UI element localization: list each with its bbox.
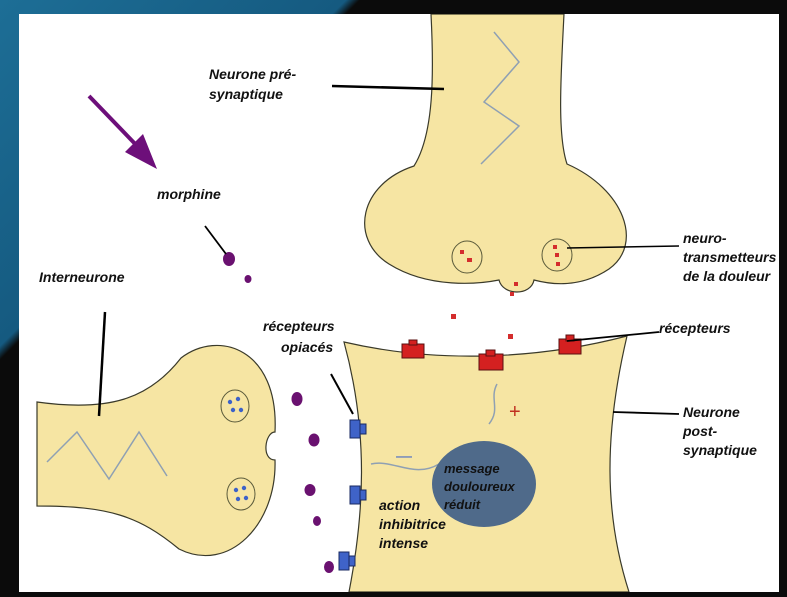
synapse-diagram: + — Neurone pré- synaptique morphine Int… <box>19 14 779 592</box>
neurotransmitter-dot <box>555 253 559 257</box>
label-message-3: réduit <box>444 497 481 512</box>
neurotransmitter-dot <box>451 314 456 319</box>
morphine-molecule <box>313 516 321 526</box>
opiate-receptor <box>339 552 355 570</box>
label-neurotransmitters-2: transmetteurs <box>683 249 777 265</box>
blue-dot <box>239 408 243 412</box>
blue-dot <box>228 400 232 404</box>
plus-sign: + <box>509 401 521 423</box>
morphine-molecule <box>309 434 320 447</box>
purple-arrow-icon <box>89 96 141 150</box>
label-message-1: message <box>444 461 500 476</box>
neurotransmitter-dot <box>514 282 518 286</box>
label-postsynaptic-3: synaptique <box>683 442 757 458</box>
leader-line-presynaptic <box>332 86 444 89</box>
neurotransmitter-dot <box>508 334 513 339</box>
label-action-2: inhibitrice <box>379 516 446 532</box>
diagram-canvas: + — Neurone pré- synaptique morphine Int… <box>19 14 779 592</box>
label-message-2: douloureux <box>444 479 516 494</box>
label-receptors: récepteurs <box>659 320 731 336</box>
neurotransmitter-dot <box>460 250 464 254</box>
label-interneurone: Interneurone <box>39 269 125 285</box>
interneuron <box>37 345 275 555</box>
morphine-molecule <box>324 561 334 573</box>
label-neurotransmitters-1: neuro- <box>683 230 727 246</box>
blue-dot <box>231 408 235 412</box>
label-action-3: intense <box>379 535 428 551</box>
blue-dot <box>236 397 240 401</box>
neurotransmitter-dot <box>556 262 560 266</box>
leader-line-postsynaptic <box>613 412 679 414</box>
blue-dot <box>242 486 246 490</box>
leader-line-interneurone <box>99 312 105 416</box>
label-presynaptic-2: synaptique <box>209 86 283 102</box>
label-presynaptic-1: Neurone pré- <box>209 66 296 82</box>
label-action-1: action <box>379 497 420 513</box>
label-neurotransmitters-3: de la douleur <box>683 268 772 284</box>
morphine-molecule <box>223 252 235 266</box>
label-morphine: morphine <box>157 186 221 202</box>
leader-line-morphine <box>205 226 226 254</box>
morphine-molecule <box>305 484 316 496</box>
label-postsynaptic-2: post- <box>682 423 718 439</box>
receptor-red <box>402 340 424 358</box>
morphine-molecule <box>245 275 252 283</box>
blue-dot <box>236 497 240 501</box>
label-opiate-receptors-1: récepteurs <box>263 318 335 334</box>
presynaptic-neuron <box>365 14 627 292</box>
leader-line-opiate-receptors <box>331 374 353 414</box>
blue-dot <box>244 496 248 500</box>
morphine-molecule <box>292 392 303 406</box>
receptor-red <box>559 335 581 354</box>
minus-sign: — <box>396 448 412 465</box>
neurotransmitter-dot <box>553 245 557 249</box>
receptor-red <box>479 350 503 370</box>
neurotransmitter-dot <box>467 258 472 262</box>
label-postsynaptic-1: Neurone <box>683 404 740 420</box>
label-opiate-receptors-2: opiacés <box>281 339 333 355</box>
neurotransmitter-dot <box>510 292 514 296</box>
blue-dot <box>234 488 238 492</box>
